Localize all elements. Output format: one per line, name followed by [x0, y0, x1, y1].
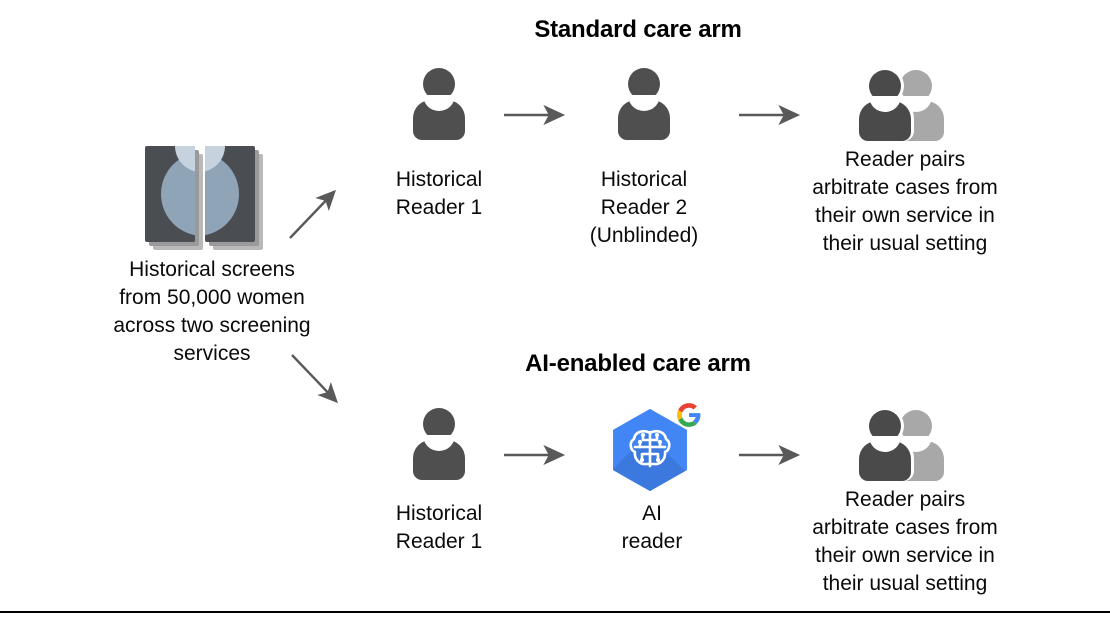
person-icon-standard-reader-1 — [410, 68, 468, 140]
ai-brain-hexagon-icon — [604, 402, 702, 496]
source-caption: Historical screens from 50,000 women acr… — [113, 258, 311, 365]
mammogram-films-stack-icon — [145, 142, 263, 254]
person-icon-standard-reader-2 — [615, 68, 673, 140]
connector-standard-reader1-to-reader2 — [504, 104, 566, 126]
two-people-icon-standard-pairs — [856, 67, 948, 141]
google-g-logo-icon — [676, 402, 702, 428]
connector-ai-reader1-to-ai — [504, 444, 566, 466]
connector-ai-to-pairs — [739, 444, 801, 466]
arm-title-ai-enabled-care: AI-enabled care arm — [525, 350, 751, 377]
circuit-brain-glyph — [628, 426, 672, 472]
step-label-ai-pairs: Reader pairs arbitrate cases from their … — [812, 488, 998, 595]
step-label-standard-reader-1: Historical Reader 1 — [395, 168, 483, 219]
step-label-ai-reader-1: Historical Reader 1 — [395, 502, 483, 553]
step-label-ai-reader: AI reader — [621, 502, 683, 553]
two-people-icon-ai-pairs — [856, 407, 948, 481]
person-icon-ai-reader-1 — [410, 408, 468, 480]
connector-standard-reader2-to-pairs — [739, 104, 801, 126]
connector-source-to-ai-arm — [291, 354, 338, 404]
step-label-standard-pairs: Reader pairs arbitrate cases from their … — [812, 148, 998, 255]
bottom-divider — [0, 611, 1110, 613]
step-label-standard-reader-2: Historical Reader 2 (Unblinded) — [589, 168, 699, 247]
arm-title-standard-care: Standard care arm — [534, 16, 742, 43]
connector-source-to-standard-arm — [289, 189, 336, 239]
